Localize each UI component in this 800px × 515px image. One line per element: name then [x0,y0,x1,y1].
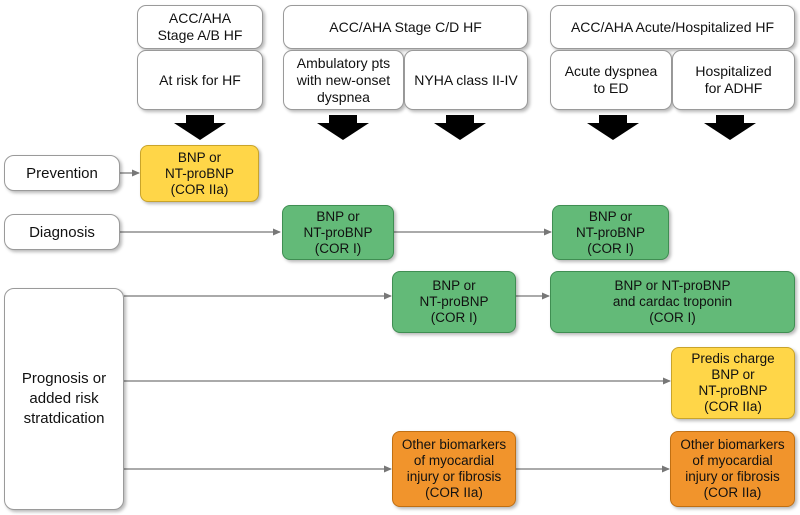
rec-prognosis-nyha: BNP or NT-proBNP (COR I) [392,271,516,333]
down-arrow-icon [587,115,639,140]
rec-predischarge: Predis charge BNP or NT-proBNP (COR IIa) [671,347,795,419]
down-arrow-icon [434,115,486,140]
rec-diagnosis-acute: BNP or NT-proBNP (COR I) [552,205,669,260]
header-acute: ACC/AHA Acute/Hospitalized HF [550,5,795,49]
subheader-nyha: NYHA class II-IV [404,50,528,110]
row-label-prevention: Prevention [4,155,120,191]
row-label-diagnosis: Diagnosis [4,214,120,250]
header-stage-ab: ACC/AHA Stage A/B HF [137,5,263,49]
header-stage-cd: ACC/AHA Stage C/D HF [283,5,528,49]
rec-other-biomarkers-nyha: Other biomarkers of myocardial injury or… [392,431,516,507]
subheader-acute-dyspnea: Acute dyspnea to ED [550,50,672,110]
down-arrow-icon [174,115,226,140]
rec-other-biomarkers-hospitalized: Other biomarkers of myocardial injury or… [670,431,795,507]
down-arrow-icon [317,115,369,140]
row-label-prognosis: Prognosis or added risk stratdication [4,288,124,510]
subheader-at-risk: At risk for HF [137,50,263,110]
rec-prevention-bnp: BNP or NT-proBNP (COR IIa) [140,145,259,202]
rec-prognosis-acute: BNP or NT-proBNP and cardac troponin (CO… [550,271,795,333]
subheader-ambulatory: Ambulatory pts with new-onset dyspnea [283,50,404,110]
subheader-hospitalized: Hospitalized for ADHF [672,50,795,110]
down-arrow-icon [704,115,756,140]
rec-diagnosis-ambulatory: BNP or NT-proBNP (COR I) [282,205,394,260]
